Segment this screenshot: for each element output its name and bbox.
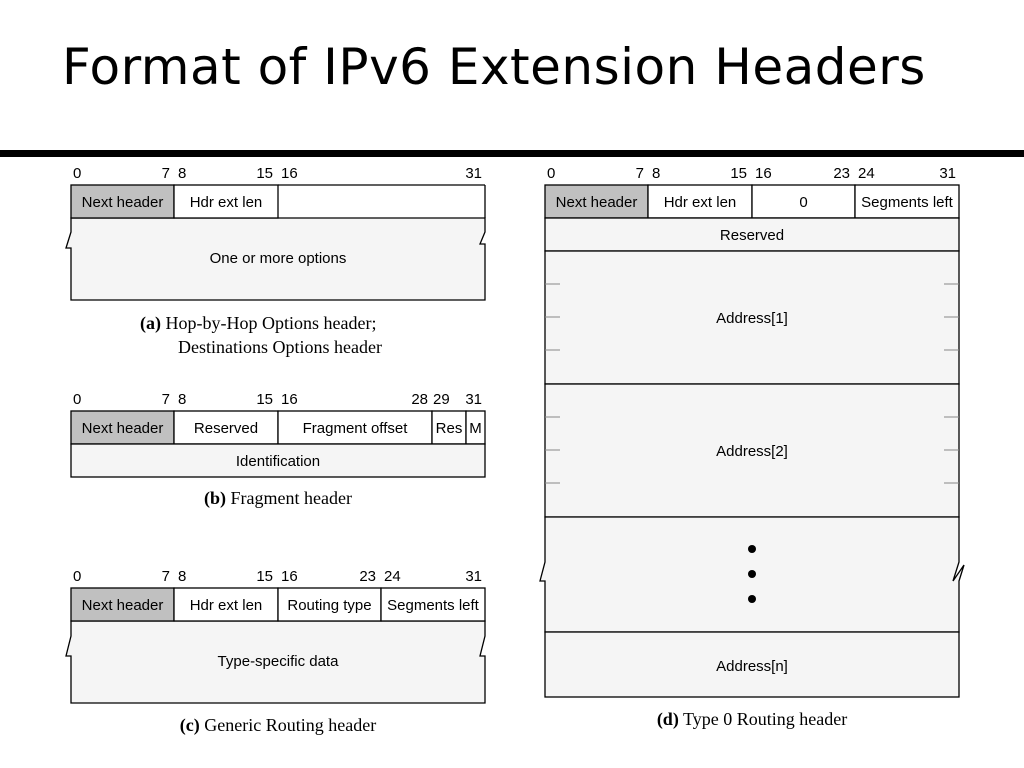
hop-caption-line2: Destinations Options header <box>178 337 382 357</box>
frag-m-label: M <box>469 420 482 437</box>
bit-label: 15 <box>256 568 273 585</box>
bit-label: 0 <box>73 165 81 182</box>
type0-zero-field <box>751 184 856 219</box>
frag-next-header-label: Next header <box>82 420 164 437</box>
hop-caption-letter: (a) <box>140 313 161 334</box>
bit-label: 0 <box>73 568 81 585</box>
frag-res-field <box>431 410 467 445</box>
type0-reserved-label: Reserved <box>720 227 784 244</box>
type0-addressn-field <box>544 631 960 698</box>
hop-caption: (a) Hop-by-Hop Options header; <box>140 313 376 334</box>
hop-hdr-ext-len-label: Hdr ext len <box>190 194 263 211</box>
bit-label: 0 <box>73 391 81 408</box>
routing-caption-letter: (c) <box>180 715 200 736</box>
bit-label: 0 <box>547 165 555 182</box>
frag-caption: (b) Fragment header <box>204 488 352 509</box>
routing-caption-text: Generic Routing header <box>200 715 376 735</box>
type0-ellipsis-dots <box>748 545 756 603</box>
routing-segments-left-label: Segments left <box>387 597 480 614</box>
frag-offset-label: Fragment offset <box>303 420 409 437</box>
bit-label: 7 <box>636 165 644 182</box>
bit-label: 31 <box>465 568 482 585</box>
hop-caption-text: Hop-by-Hop Options header; <box>161 313 376 333</box>
bit-label: 31 <box>465 165 482 182</box>
type0-caption-text: Type 0 Routing header <box>679 709 847 729</box>
type0-caption: (d) Type 0 Routing header <box>657 709 847 730</box>
frag-reserved-label: Reserved <box>194 420 258 437</box>
bit-label: 8 <box>178 568 186 585</box>
bit-label: 24 <box>858 165 875 182</box>
bit-label: 29 <box>433 391 450 408</box>
hop-hdr-ext-len-field <box>173 184 279 219</box>
frag-identification-field <box>70 443 486 478</box>
frag-identification-label: Identification <box>236 453 320 470</box>
bit-label: 16 <box>755 165 772 182</box>
type0-segments-left-field <box>854 184 960 219</box>
type0-caption-letter: (d) <box>657 709 679 730</box>
routing-type-label: Routing type <box>287 597 371 614</box>
bit-label: 8 <box>652 165 660 182</box>
generic-routing-header: 0 7 8 15 16 23 24 31 Next header Hdr ext… <box>65 568 486 736</box>
type0-zero-label: 0 <box>799 194 807 211</box>
bit-label: 7 <box>162 568 170 585</box>
type0-address2-label: Address[2] <box>716 443 788 460</box>
type0-address1-word-ticks <box>545 283 959 351</box>
hop-options-label: One or more options <box>210 250 347 267</box>
type0-hdr-ext-len-field <box>647 184 753 219</box>
bit-label: 23 <box>833 165 850 182</box>
routing-data-body <box>65 620 486 704</box>
bit-label: 8 <box>178 391 186 408</box>
routing-caption: (c) Generic Routing header <box>180 715 376 736</box>
bit-label: 8 <box>178 165 186 182</box>
bit-label: 28 <box>411 391 428 408</box>
bit-label: 23 <box>359 568 376 585</box>
type0-address2-word-ticks <box>545 416 959 484</box>
routing-type-specific-data-label: Type-specific data <box>218 653 340 670</box>
bit-label: 15 <box>256 391 273 408</box>
frag-caption-letter: (b) <box>204 488 226 509</box>
bit-label: 31 <box>465 391 482 408</box>
hop-bit-ruler: 0 7 8 15 16 31 <box>73 165 482 182</box>
routing-hdr-ext-len-field <box>173 587 279 622</box>
type0-address1-field <box>544 250 960 385</box>
bit-label: 16 <box>281 568 298 585</box>
bit-label: 7 <box>162 391 170 408</box>
frag-res-label: Res <box>436 420 463 437</box>
type0-hdr-ext-len-label: Hdr ext len <box>664 194 737 211</box>
type0-reserved-field <box>544 217 960 252</box>
routing-hdr-ext-len-label: Hdr ext len <box>190 597 263 614</box>
type0-bit-ruler: 0 7 8 15 16 23 24 31 <box>547 165 956 182</box>
type0-next-header-label: Next header <box>556 194 638 211</box>
bit-label: 31 <box>939 165 956 182</box>
bit-label: 16 <box>281 391 298 408</box>
hop-by-hop-header: 0 7 8 15 16 31 Next header Hdr ext len O… <box>65 165 486 357</box>
bit-label: 15 <box>730 165 747 182</box>
bit-label: 7 <box>162 165 170 182</box>
frag-bit-ruler: 0 7 8 15 16 28 29 31 <box>73 391 482 408</box>
bit-label: 15 <box>256 165 273 182</box>
hop-options-body <box>65 217 486 301</box>
type0-address2-field <box>544 383 960 518</box>
type0-routing-header: 0 7 8 15 16 23 24 31 Next header Hdr ext… <box>539 165 965 730</box>
hop-next-header-field <box>70 184 175 219</box>
type0-segments-left-label: Segments left <box>861 194 954 211</box>
bit-label: 16 <box>281 165 298 182</box>
type0-address1-label: Address[1] <box>716 310 788 327</box>
fragment-header: 0 7 8 15 16 28 29 31 Next header Reserve… <box>70 391 486 509</box>
frag-caption-text: Fragment header <box>226 488 352 508</box>
slide-title: Format of IPv6 Extension Headers <box>62 38 926 96</box>
bit-label: 24 <box>384 568 401 585</box>
routing-segments-left-field <box>380 587 486 622</box>
hop-next-header-label: Next header <box>82 194 164 211</box>
title-rule <box>0 150 1024 157</box>
routing-bit-ruler: 0 7 8 15 16 23 24 31 <box>73 568 482 585</box>
routing-next-header-label: Next header <box>82 597 164 614</box>
type0-addressn-label: Address[n] <box>716 658 788 675</box>
